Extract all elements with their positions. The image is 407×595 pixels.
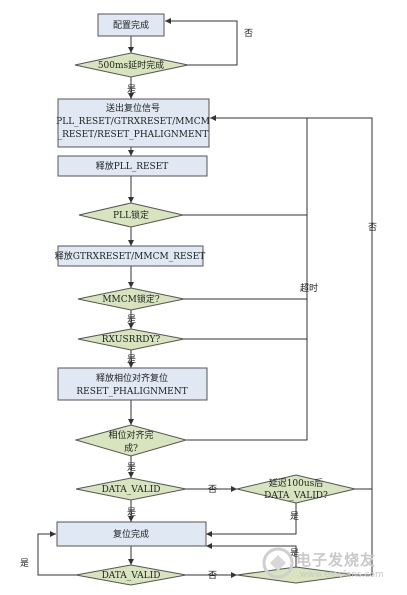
connector-datavalid2-no (307, 117, 373, 576)
edge-label-yes: 是 (127, 507, 136, 518)
node-data-valid-1 (75, 477, 187, 501)
label-mmcm-locked: MMCM锁定? (102, 293, 160, 305)
watermark-text: 电子发烧友 (296, 551, 377, 569)
node-issue-reset (57, 98, 210, 148)
connector-lower-yes (206, 543, 297, 567)
label-reset-done: 复位完成 (113, 528, 149, 540)
edge-label-yes: 是 (127, 462, 136, 473)
node-delay-500ms (74, 52, 189, 78)
label-issue-reset-2: PLL_RESET/GTRXRESET/MMCM (56, 117, 210, 127)
edge-label-yes: 是 (290, 511, 299, 522)
node-release-gtrx (57, 245, 204, 267)
node-data-valid-2 (75, 564, 187, 586)
label-phase-done-2: 成? (124, 442, 138, 454)
node-reset-done (56, 521, 207, 547)
label-data-valid-1: DATA_VALID (102, 485, 161, 495)
node-rxusrrdy (77, 328, 185, 351)
edge-label-yes: 是 (290, 548, 299, 559)
connector-datavalid2-yes (37, 531, 76, 576)
node-release-pll (57, 155, 208, 177)
node-delay-100us (236, 474, 356, 504)
label-release-gtrx: 释放GTRXRESET/MMCM_RESET (55, 250, 206, 262)
label-release-phase-2: RESET_PHALIGNMENT (76, 387, 187, 397)
node-config-done (97, 13, 165, 37)
label-delay-100us-2: DATA_VALID? (264, 491, 328, 501)
label-data-valid-2: DATA_VALID (102, 571, 161, 581)
label-delay-100us-1: 延迟100us后 (269, 477, 324, 489)
edge-label-yes: 是 (127, 314, 136, 325)
label-release-pll: 释放PLL_RESET (96, 160, 169, 172)
edge-label-yes: 是 (127, 84, 136, 95)
node-phase-done (74, 424, 188, 457)
label-release-phase-1: 释放相位对齐复位 (96, 372, 168, 384)
connector-delay100-yes (206, 503, 297, 537)
edge-label-yes: 是 (127, 354, 136, 365)
edge-label-timeout: 超时 (300, 282, 318, 294)
connector-delay-no (165, 18, 238, 66)
label-config-done: 配置完成 (113, 19, 149, 31)
node-release-phase (57, 367, 208, 401)
watermark-url: www.elecfans.com (300, 570, 384, 580)
connector-phase-timeout (186, 115, 308, 441)
edge-label-no: 否 (244, 28, 253, 39)
edge-label-yes: 是 (20, 558, 29, 569)
label-rxusrrdy: RXUSRRDY? (102, 335, 161, 345)
edge-label-no: 否 (208, 484, 217, 495)
edge-label-no: 否 (208, 570, 217, 581)
label-issue-reset-1: 送出复位信号 (106, 102, 160, 114)
edge-label-no: 否 (368, 222, 377, 233)
label-phase-done-1: 相位对齐完 (108, 429, 153, 441)
label-delay-500ms: 500ms延时完成 (98, 59, 164, 71)
label-issue-reset-3: _RESET/RESET_PHALIGNMENT (58, 130, 209, 140)
node-pll-locked (78, 202, 184, 228)
node-mmcm-locked (77, 287, 185, 311)
label-pll-locked: PLL锁定 (113, 209, 149, 221)
